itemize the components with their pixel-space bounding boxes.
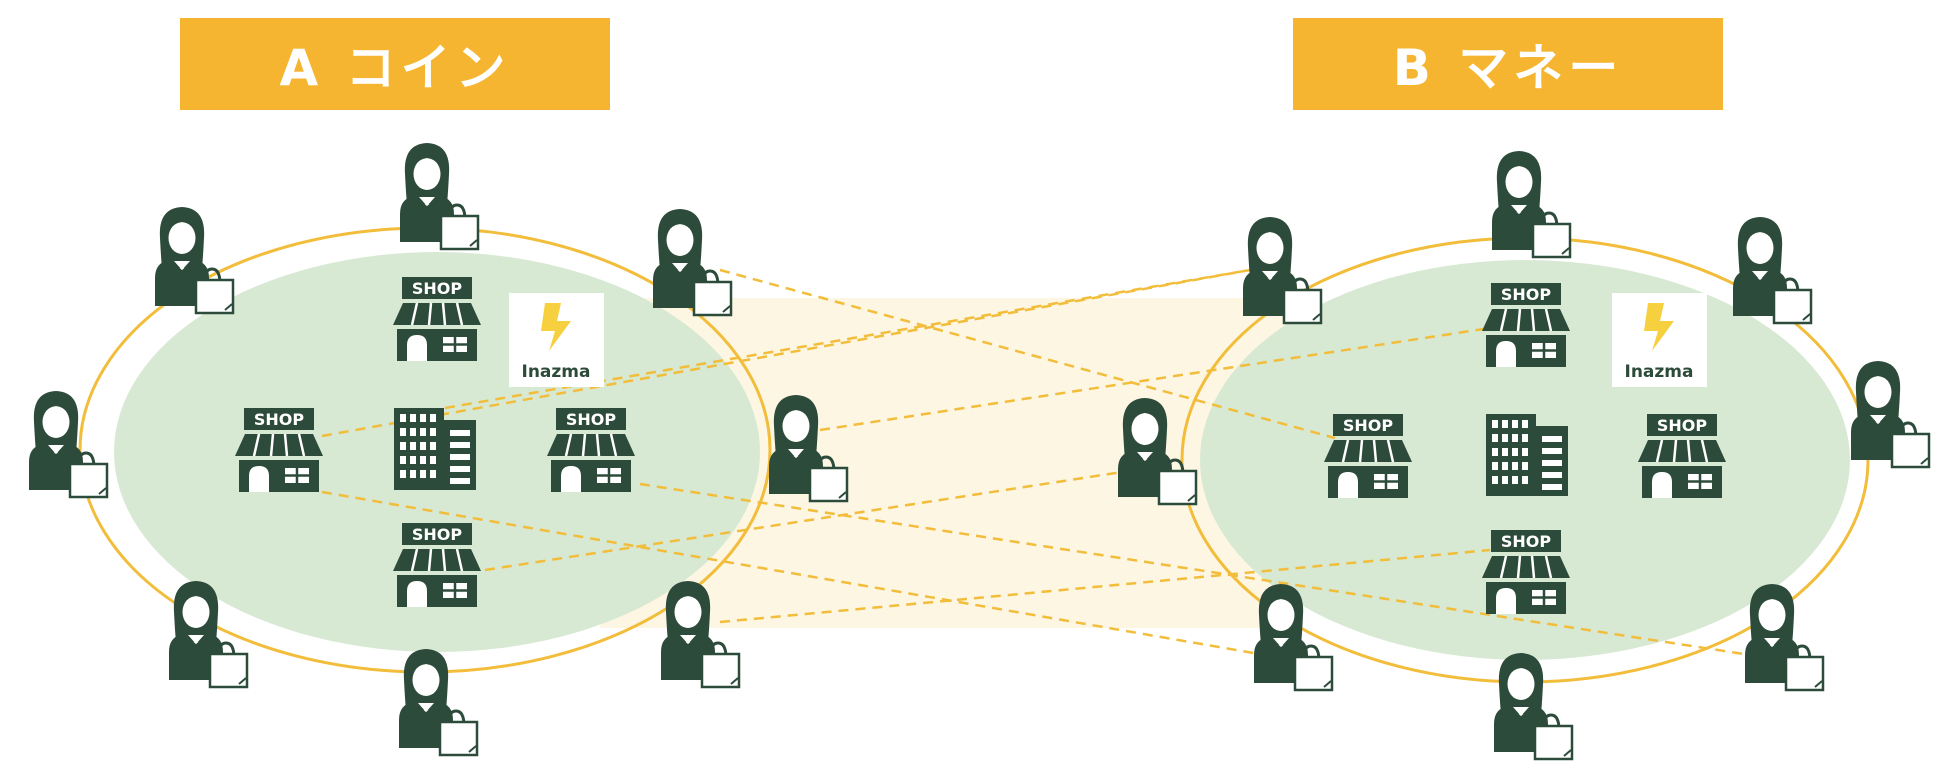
shop-icon: SHOP xyxy=(1480,281,1572,369)
shop-sign-label: SHOP xyxy=(1657,416,1708,435)
person-with-shopping-bag-icon xyxy=(153,205,235,315)
person-with-shopping-bag-icon xyxy=(1849,359,1931,469)
shop-sign-label: SHOP xyxy=(1501,532,1552,551)
shop-sign-label: SHOP xyxy=(566,410,617,429)
shop-sign-label: SHOP xyxy=(1343,416,1394,435)
inazma-logo-label: Inazma xyxy=(1625,362,1694,382)
shop-icon: SHOP xyxy=(391,521,483,609)
shop-icon: SHOP xyxy=(1636,412,1728,500)
shop-icon: SHOP xyxy=(233,406,325,494)
office-building-icon xyxy=(1486,414,1568,496)
header-b-money-label: B マネー xyxy=(1392,39,1624,97)
header-a-coin: A コイン xyxy=(180,18,610,110)
person-with-shopping-bag-icon xyxy=(1492,651,1574,761)
b-money-community: SHOP SHOP SHOP SHOP Inazma xyxy=(1116,149,1931,761)
shop-icon: SHOP xyxy=(1480,528,1572,616)
person-with-shopping-bag-icon xyxy=(1241,215,1323,325)
shop-icon: SHOP xyxy=(391,275,483,363)
shop-sign-label: SHOP xyxy=(412,525,463,544)
person-with-shopping-bag-icon xyxy=(1490,149,1572,259)
inazma-logo: Inazma xyxy=(1612,293,1707,387)
header-a-coin-label: A コイン xyxy=(279,39,511,97)
shop-icon: SHOP xyxy=(1322,412,1414,500)
person-with-shopping-bag-icon xyxy=(1743,582,1825,692)
inazma-logo: Inazma xyxy=(509,293,604,387)
shop-sign-label: SHOP xyxy=(254,410,305,429)
person-with-shopping-bag-icon xyxy=(27,389,109,499)
header-b-money: B マネー xyxy=(1293,18,1723,110)
a-coin-community: SHOP SHOP SHOP SHOP Inazma xyxy=(27,141,849,757)
inazma-logo-label: Inazma xyxy=(522,362,591,382)
shop-sign-label: SHOP xyxy=(412,279,463,298)
person-with-shopping-bag-icon xyxy=(398,141,480,251)
office-building-icon xyxy=(394,408,476,490)
person-with-shopping-bag-icon xyxy=(397,647,479,757)
shop-sign-label: SHOP xyxy=(1501,285,1552,304)
shop-icon: SHOP xyxy=(545,406,637,494)
person-with-shopping-bag-icon xyxy=(1731,215,1813,325)
person-with-shopping-bag-icon xyxy=(651,207,733,317)
cross-connection-lines xyxy=(321,268,1751,657)
